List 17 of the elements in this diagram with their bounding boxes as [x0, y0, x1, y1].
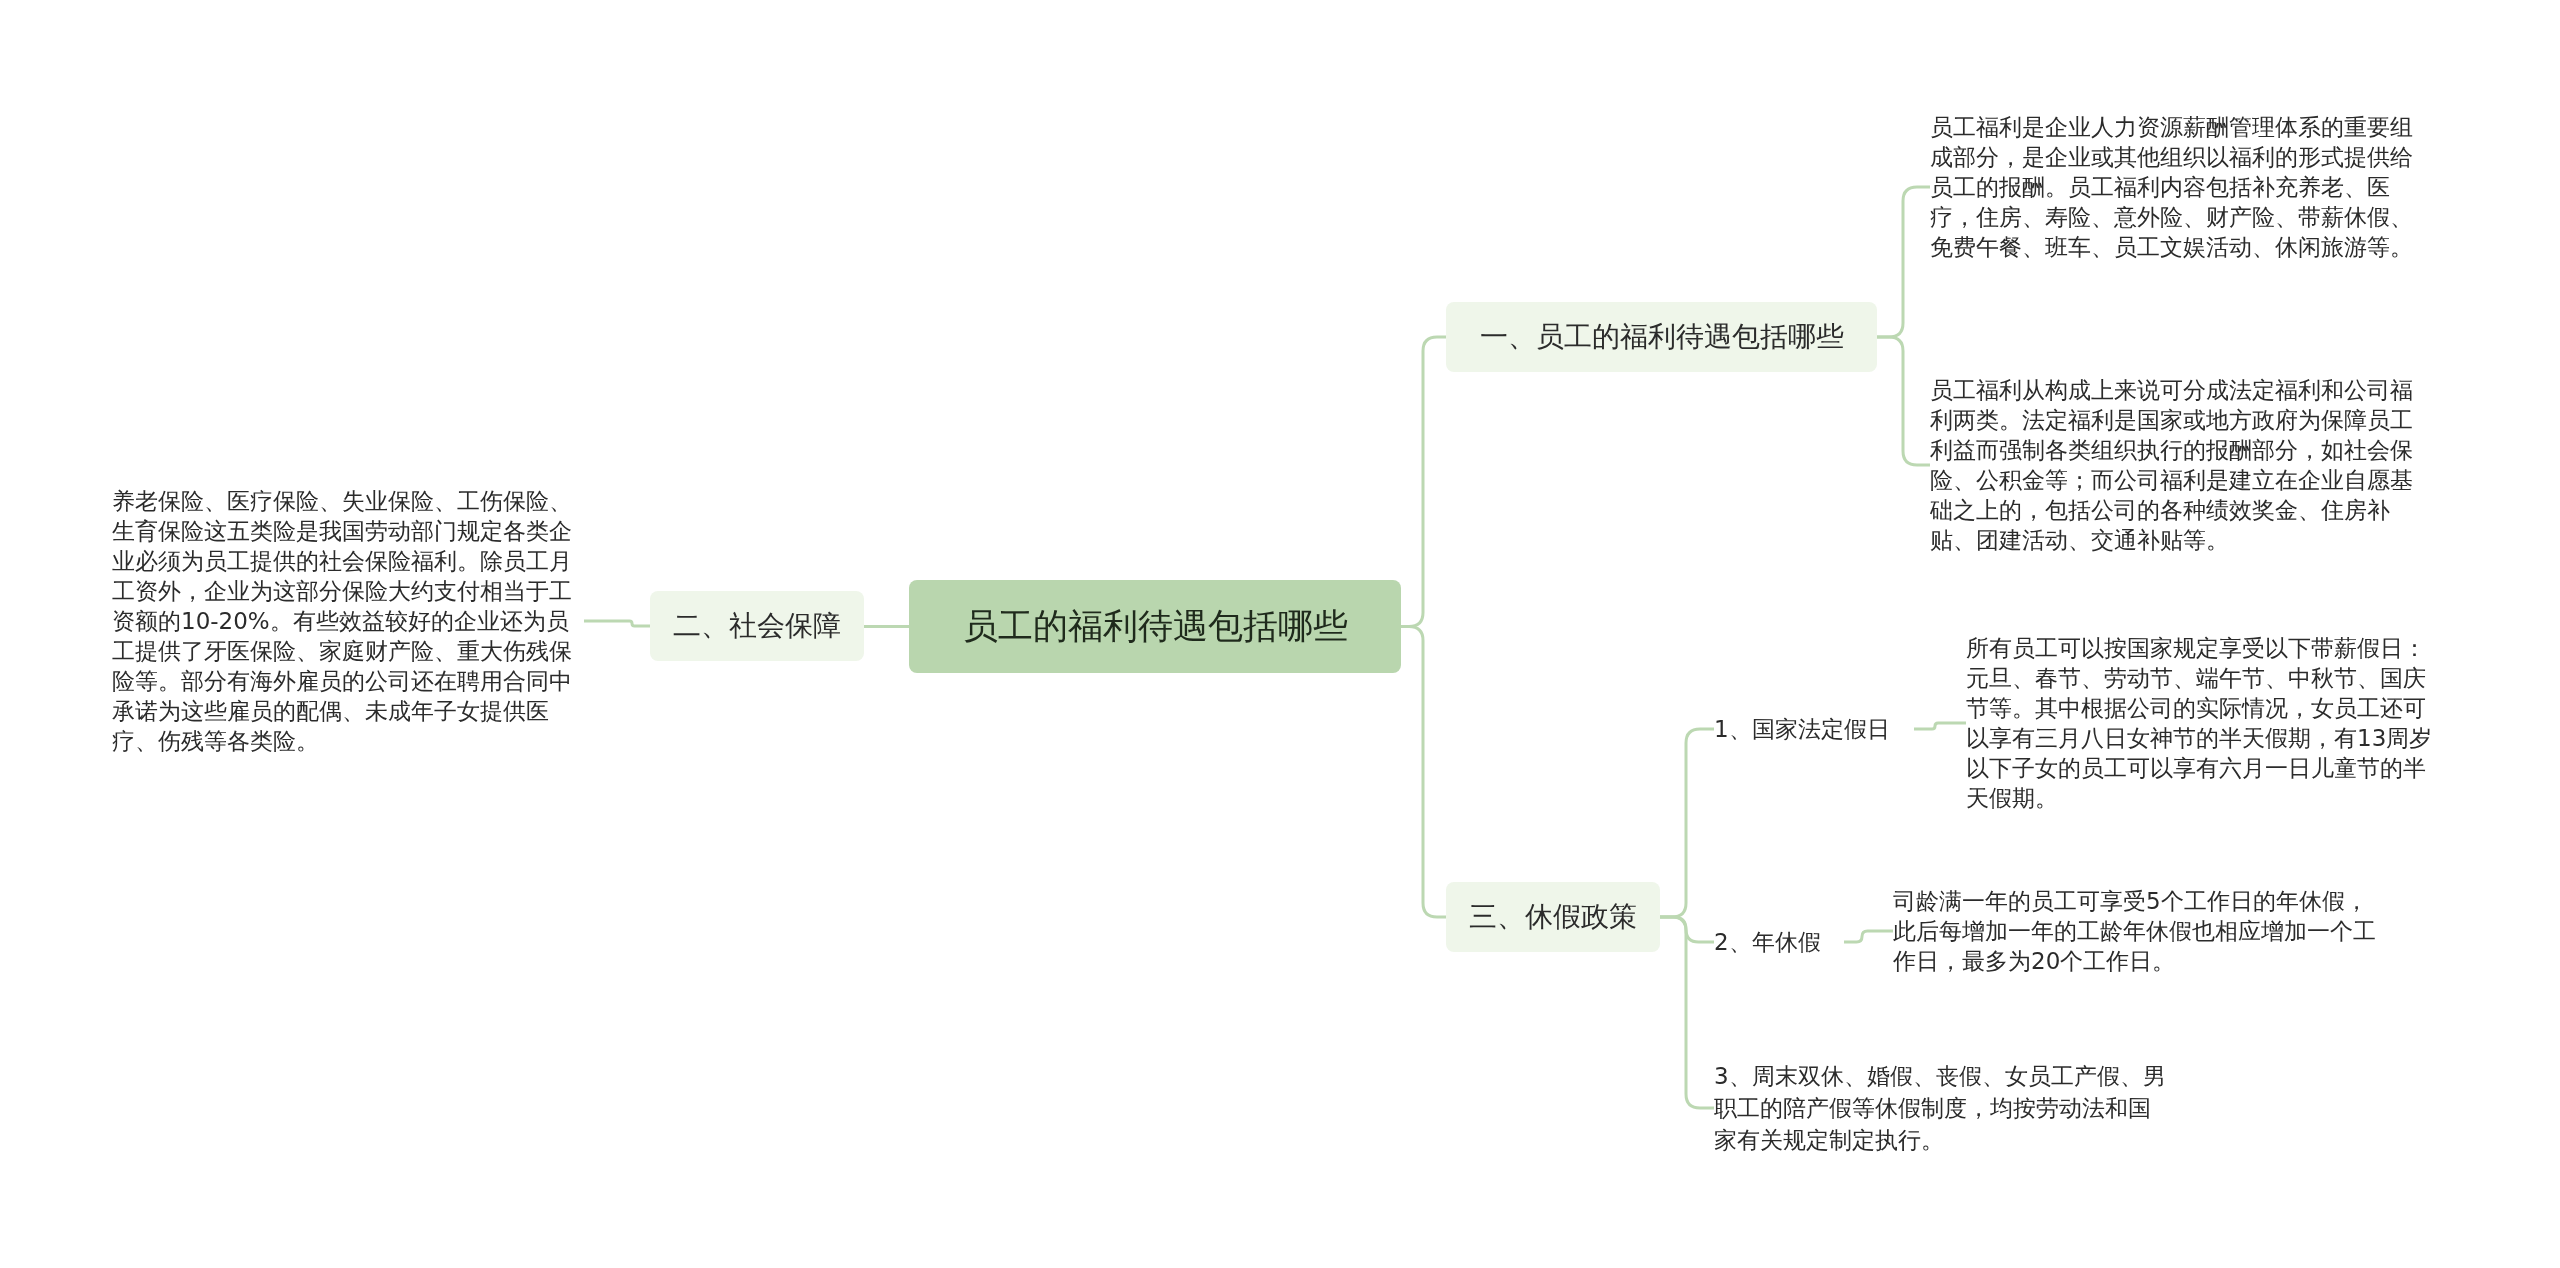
branch-topic: 二、社会保障 — [650, 591, 864, 661]
connector-line — [864, 625, 909, 628]
note-text: 员工福利从构成上来说可分成法定福利和公司福利两类。法定福利是国家或地方政府为保障员工利益而强制各类组织执行的报酬部分，如社会保险、公积金等；而公司福利是建立在企业自愿基础之上的，包括公司的各种绩效奖金、住房补贴、团建活动、交通补贴等。 — [1930, 375, 2420, 555]
connector-line — [1844, 929, 1893, 944]
subtopic-text: 2、年休假 — [1714, 922, 1844, 962]
note-text: 所有员工可以按国家规定享受以下带薪假日：元旦、春节、劳动节、端午节、中秋节、国庆节等。其中根据公司的实际情况，女员工还可以享有三月八日女神节的半天假期，有13周岁以下子女的员工可以享有六月一日儿童节的半天假期。 — [1966, 633, 2441, 813]
note-text: 员工福利是企业人力资源薪酬管理体系的重要组成部分，是企业或其他组织以福利的形式提供给员工的报酬。员工福利内容包括补充养老、医疗，住房、寿险、意外险、财产险、带薪休假、免费午餐、班车、员工文娱活动、休闲旅游等。 — [1930, 112, 2420, 262]
connector-line — [1401, 625, 1446, 919]
note-text: 司龄满一年的员工可享受5个工作日的年休假，此后每增加一年的工龄年休假也相应增加一个工作日，最多为20个工作日。 — [1893, 886, 2385, 976]
connector-line — [584, 619, 650, 628]
connector-line — [1914, 721, 1966, 731]
branch-topic: 一、员工的福利待遇包括哪些 — [1446, 302, 1877, 372]
subtopic-text: 3、周末双休、婚假、丧假、女员工产假、男职工的陪产假等休假制度，均按劳动法和国家有关规定制定执行。 — [1714, 1056, 2169, 1160]
branch-topic: 三、休假政策 — [1446, 882, 1660, 952]
root-topic: 员工的福利待遇包括哪些 — [909, 580, 1401, 673]
note-text: 养老保险、医疗保险、失业保险、工伤保险、生育保险这五类险是我国劳动部门规定各类企业必须为员工提供的社会保险福利。除员工月工资外，企业为这部分保险大约支付相当于工资额的10-20%。有些效益较好的企业还为员工提供了牙医保险、家庭财产险、重大伤残保险等。部分有海外雇员的公司还在聘用合同中承诺为这些雇员的配偶、未成年子女提供医疗、伤残等各类险。 — [112, 486, 584, 756]
subtopic-text: 1、国家法定假日 — [1714, 709, 1914, 749]
